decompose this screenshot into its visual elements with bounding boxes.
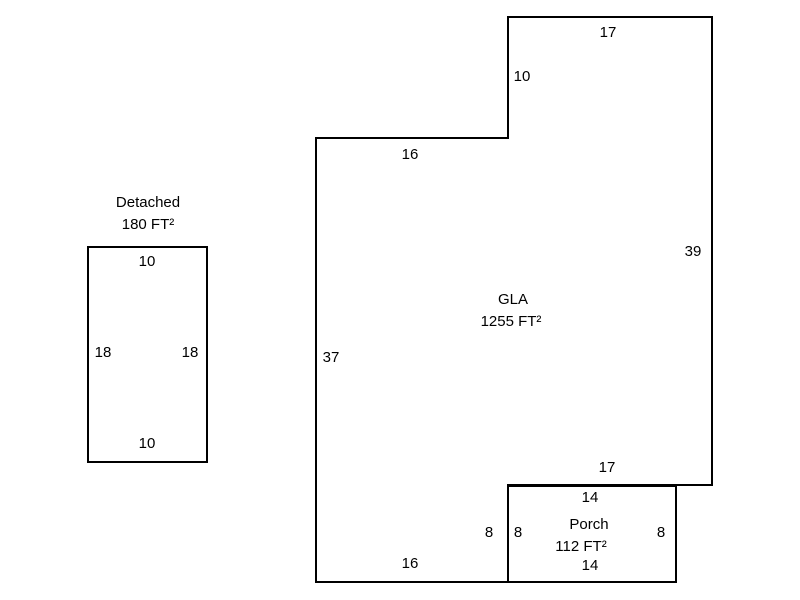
- detached-dim-left: 18: [94, 344, 112, 361]
- gla-dim-lower-right: 17: [598, 459, 616, 476]
- gla-area: 1255 FT²: [480, 313, 542, 330]
- gla-dim-porch-side: 8: [484, 524, 494, 541]
- porch-title: Porch: [569, 516, 609, 533]
- detached-area: 180 FT²: [121, 216, 175, 233]
- detached-dim-bottom: 10: [138, 435, 156, 452]
- detached-dim-right: 18: [181, 344, 199, 361]
- gla-dim-top: 17: [599, 24, 617, 41]
- gla-dim-right: 39: [684, 243, 702, 260]
- detached-dim-top: 10: [138, 253, 156, 270]
- detached-title: Detached: [115, 194, 181, 211]
- gla-title: GLA: [497, 291, 529, 308]
- porch-dim-left: 8: [513, 524, 523, 541]
- gla-dim-bottom: 16: [401, 555, 419, 572]
- porch-outline: [507, 485, 677, 583]
- porch-dim-bottom: 14: [581, 557, 599, 574]
- porch-area: 112 FT²: [555, 538, 607, 555]
- porch-dim-right: 8: [656, 524, 666, 541]
- gla-dim-left: 37: [322, 349, 340, 366]
- detached-outline: [87, 246, 208, 463]
- porch-dim-top: 14: [581, 489, 599, 506]
- gla-dim-upper-left: 10: [513, 68, 531, 85]
- gla-dim-step-top: 16: [401, 146, 419, 163]
